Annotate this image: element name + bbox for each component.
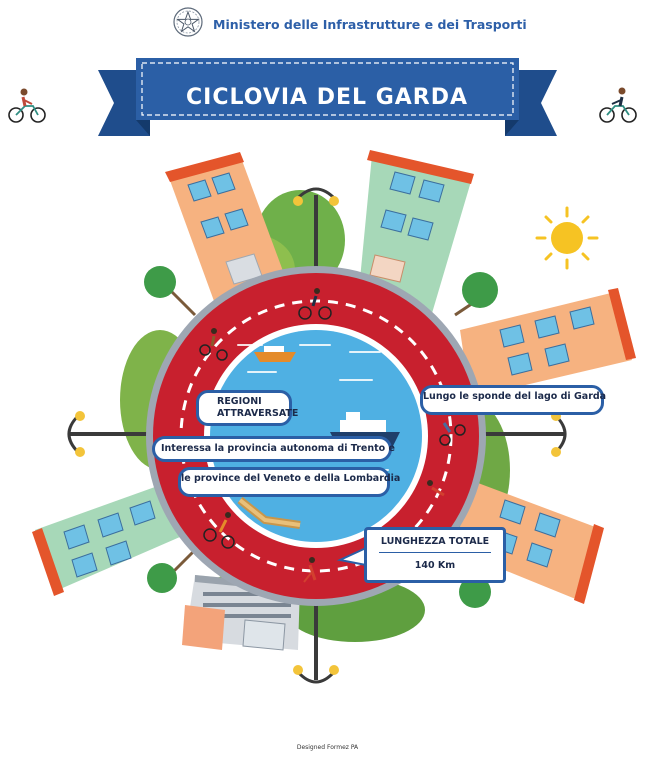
- route-bubble: Lungo le sponde del lago di Garda: [420, 385, 607, 415]
- cyclist-left-ring-icon: [199, 328, 228, 361]
- footer-credit: Designed Formez PA: [296, 744, 359, 751]
- lamp-right: [470, 411, 567, 457]
- length-value: 140 Km: [414, 560, 456, 571]
- building-bottom-right: [455, 480, 604, 604]
- building-right: [460, 288, 636, 398]
- regions-title-bubble: REGIONI ATTRAVERSATE: [196, 390, 298, 426]
- building-left: [32, 478, 196, 596]
- title-banner: CICLOVIA DEL GARDA: [98, 58, 557, 136]
- regions-line1: Interessa la provincia autonoma di Trent…: [161, 443, 395, 454]
- runner-bottom-icon: [303, 557, 317, 583]
- cyclist-top-icon: [298, 288, 332, 320]
- lamp-bottom: [293, 600, 339, 684]
- boat-icon: [254, 346, 296, 362]
- cyclist-right-ring-icon: [439, 422, 466, 446]
- banner-title: CICLOVIA DEL GARDA: [186, 85, 468, 110]
- length-title: LUNGHEZZA TOTALE: [380, 536, 490, 547]
- tree-top-right: [454, 272, 498, 317]
- regions-line1-bubble: Interessa la provincia autonoma di Trent…: [152, 436, 395, 462]
- sun-icon: [535, 206, 599, 270]
- lamp-top: [293, 187, 339, 295]
- building-top-right: [358, 150, 474, 320]
- header: Ministero delle Infrastrutture e dei Tra…: [0, 4, 655, 40]
- cyclist-left-icon: [8, 88, 46, 123]
- route-label: Lungo le sponde del lago di Garda: [423, 391, 607, 402]
- cyclist-right-icon: [599, 87, 637, 123]
- pier: [237, 496, 301, 529]
- length-bubble: LUNGHEZZA TOTALE 140 Km: [364, 527, 506, 583]
- tree-bottom-left: [147, 548, 197, 593]
- ministry-name: Ministero delle Infrastrutture e dei Tra…: [213, 17, 527, 32]
- tree-top-left: [144, 266, 197, 317]
- regions-title: REGIONI ATTRAVERSATE: [217, 396, 299, 419]
- lamp-left: [67, 411, 160, 457]
- length-divider: [379, 552, 491, 553]
- cyclist-bottom-left-icon: [203, 512, 235, 549]
- regions-line2-bubble: le province del Veneto e della Lombardia: [178, 467, 400, 497]
- republic-emblem-icon: [173, 7, 203, 37]
- regions-line2: le province del Veneto e della Lombardia: [181, 473, 401, 484]
- runner-right-icon: [427, 480, 445, 497]
- building-top-left: [165, 152, 290, 312]
